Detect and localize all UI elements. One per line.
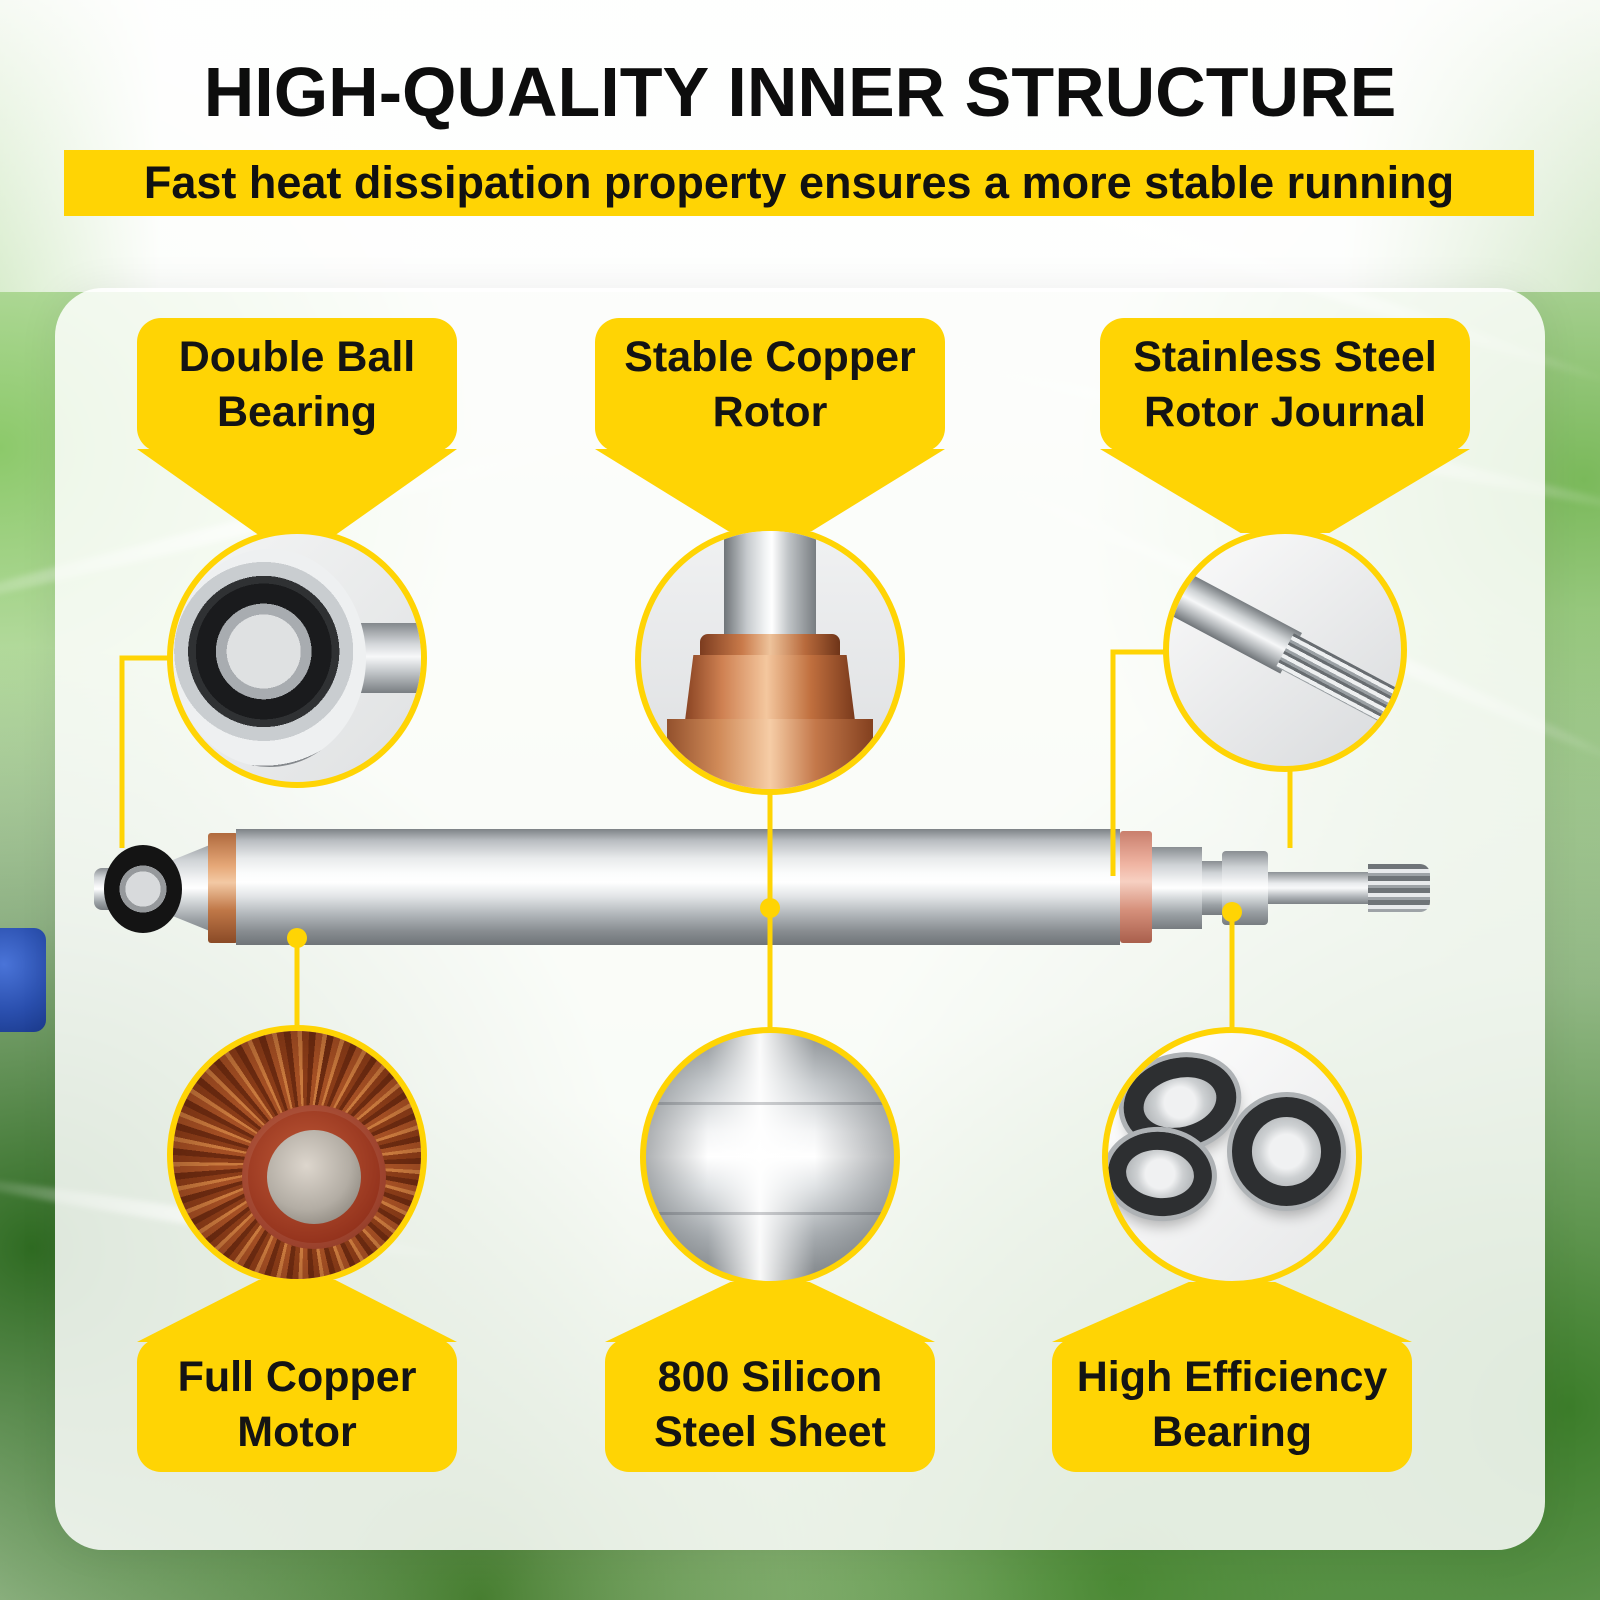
shaft-neck (1202, 861, 1222, 915)
rotor-steel-shaft (723, 531, 817, 640)
rotor-copper-cap (700, 634, 840, 658)
ball-bearing-ring (173, 548, 367, 768)
shaft-copper-ring-right (1120, 831, 1152, 943)
connector-dot (1222, 902, 1242, 922)
bearing-ring (1223, 1088, 1350, 1216)
shaft-main-body (236, 829, 1120, 945)
callout-label-stable-copper-rotor: Stable Copper Rotor (595, 318, 945, 452)
shaft-left-bearing (104, 845, 182, 933)
high-efficiency-bearing-photo (1102, 1027, 1362, 1287)
callout-label-text: Double Ball Bearing (178, 332, 416, 436)
shaft-splined-end (1368, 864, 1430, 912)
header-backdrop (0, 0, 1600, 292)
journal-rod-group (1169, 534, 1401, 766)
shaft-copper-ring-left (208, 833, 238, 943)
connector-line (1110, 649, 1168, 876)
ball-bearing-photo (167, 528, 427, 788)
connector-line (119, 655, 172, 848)
steel-sheet-seam (646, 1211, 894, 1215)
silicon-steel-sheet-photo (640, 1027, 900, 1287)
subtitle-text: Fast heat dissipation property ensures a… (143, 157, 1455, 208)
callout-label-text: Stainless Steel Rotor Journal (1133, 332, 1437, 436)
callout-label-stainless-steel-rotor-journal: Stainless Steel Rotor Journal (1100, 318, 1470, 452)
callout-label-double-ball-bearing: Double Ball Bearing (137, 318, 457, 452)
callout-label-text: 800 Silicon Steel Sheet (654, 1352, 886, 1456)
sprinkler-nozzle (0, 928, 46, 1032)
copper-rotor-photo (635, 525, 905, 795)
callout-label-800-silicon-steel-sheet: 800 Silicon Steel Sheet (605, 1338, 935, 1472)
rotor-copper-body (666, 719, 874, 789)
connector-dot (287, 928, 307, 948)
callout-label-text: Stable Copper Rotor (624, 332, 916, 436)
callout-label-full-copper-motor: Full Copper Motor (137, 1338, 457, 1472)
callout-label-text: Full Copper Motor (177, 1352, 417, 1456)
rotor-copper-chamfer (684, 654, 856, 722)
subtitle-banner: Fast heat dissipation property ensures a… (64, 150, 1534, 216)
callout-label-high-efficiency-bearing: High Efficiency Bearing (1052, 1338, 1412, 1472)
page-title: HIGH-QUALITY INNER STRUCTURE (203, 53, 1397, 131)
copper-motor-photo (167, 1025, 427, 1285)
shaft-journal (1268, 872, 1370, 904)
steel-sheet-seam (646, 1102, 894, 1106)
shaft-step-cylinder (1152, 847, 1202, 929)
callout-label-text: High Efficiency Bearing (1076, 1352, 1388, 1456)
rotor-journal-photo (1163, 528, 1407, 772)
stator-bore (267, 1130, 362, 1225)
connector-dot (760, 898, 780, 918)
